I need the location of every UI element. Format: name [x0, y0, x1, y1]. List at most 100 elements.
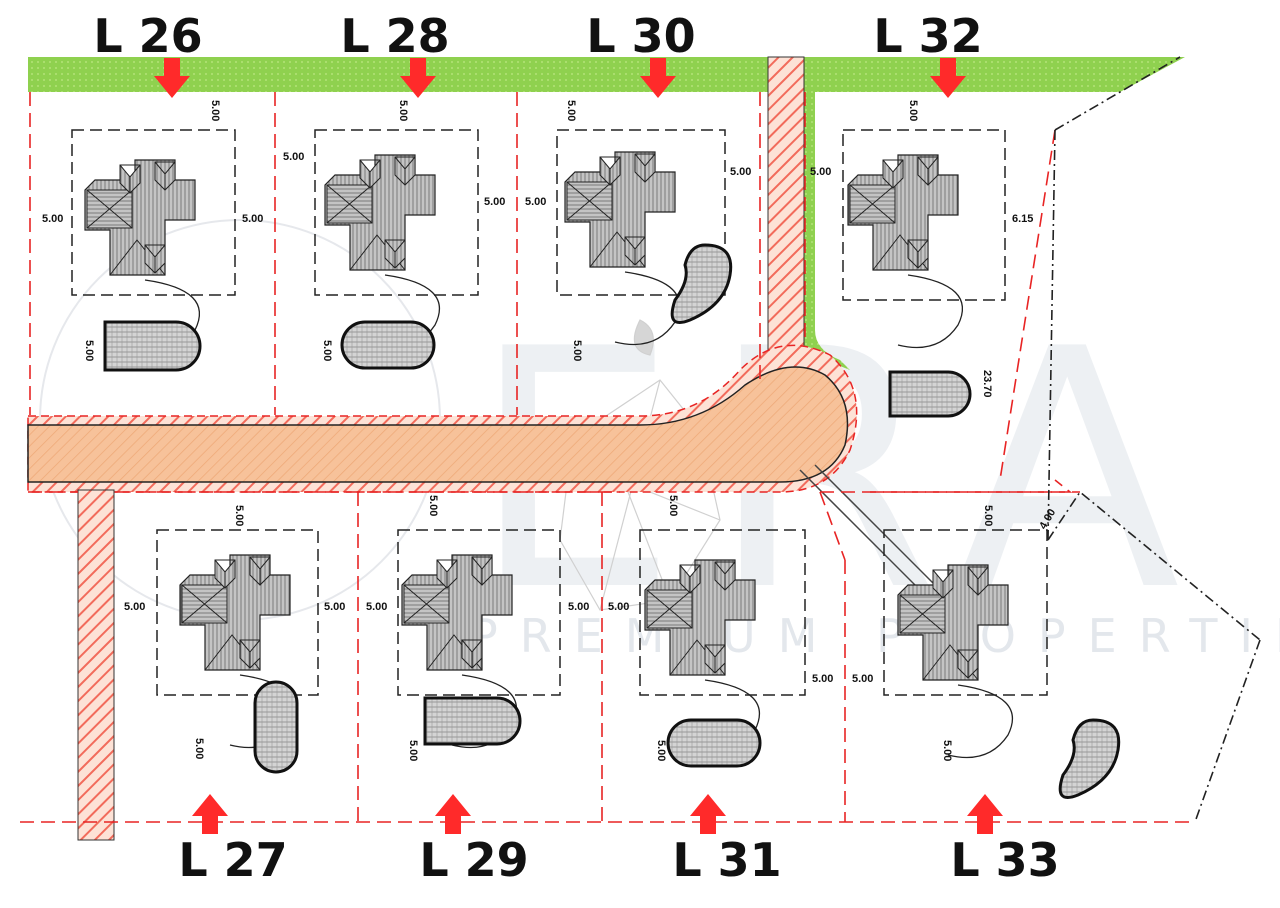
- dim-setback: 5.00: [366, 601, 387, 613]
- dim-setback: 5.00: [397, 100, 409, 121]
- pool: [340, 320, 436, 370]
- dim-l32-depth: 23.70: [981, 370, 993, 398]
- house-gable: [119, 164, 141, 194]
- building-envelope: [556, 129, 726, 296]
- arrow-up-icon: [690, 794, 726, 834]
- path-curve: [897, 274, 963, 349]
- dim-setback: 5.00: [83, 340, 95, 361]
- house-roof: [84, 159, 196, 276]
- lot-labels: L 26 L 28 L 30 L 32 L 27 L 29 L 31 L 33: [93, 9, 1059, 887]
- main-road: [27, 366, 849, 483]
- house-gable: [624, 236, 646, 266]
- lot-label-33: L 33: [950, 833, 1059, 887]
- dim-setback: 5.00: [209, 100, 221, 121]
- dim-setback: 5.00: [982, 505, 994, 526]
- dim-setback: 5.00: [608, 601, 629, 613]
- house-roof: [644, 559, 756, 676]
- house-gable: [461, 639, 483, 669]
- dim-setback: 5.00: [730, 166, 751, 178]
- house-gable: [634, 153, 656, 183]
- dim-setback: 5.00: [324, 601, 345, 613]
- dim-setback: 5.00: [525, 196, 546, 208]
- house-gable: [599, 156, 621, 186]
- house-gable: [214, 559, 236, 589]
- building-envelope: [842, 129, 1006, 301]
- dim-setback: 5.00: [571, 340, 583, 361]
- dim-setback: 5.00: [655, 740, 667, 761]
- house-gable: [932, 569, 954, 599]
- building-envelope: [883, 529, 1048, 696]
- house-gable: [471, 556, 493, 586]
- dim-setback: 5.00: [852, 673, 873, 685]
- house-roof: [401, 554, 513, 671]
- dim-setback: 5.00: [565, 100, 577, 121]
- building-envelope: [397, 529, 561, 696]
- pool: [423, 696, 522, 746]
- roads: [27, 56, 961, 841]
- pool: [1058, 718, 1121, 799]
- house-gable: [144, 244, 166, 274]
- dim-setback: 5.00: [233, 505, 245, 526]
- arrow-down-icon: [930, 58, 966, 98]
- lot-label-30: L 30: [586, 9, 695, 63]
- lot-label-29: L 29: [419, 833, 528, 887]
- arrow-down-icon: [400, 58, 436, 98]
- dim-setback: 5.00: [193, 738, 205, 759]
- arrow-up-icon: [435, 794, 471, 834]
- dim-setback: 5.00: [427, 495, 439, 516]
- dim-setback: 5.00: [810, 166, 831, 178]
- lot-drawings: [71, 129, 1121, 799]
- pool: [670, 243, 733, 324]
- dim-setback: 5.00: [42, 213, 63, 225]
- dim-setback: 5.00: [407, 740, 419, 761]
- side-road: [77, 489, 115, 841]
- pool: [888, 370, 972, 418]
- house-roof: [324, 154, 436, 271]
- pool: [103, 320, 202, 372]
- green-strip: [28, 57, 1185, 92]
- green-strip-side: [795, 60, 850, 370]
- dim-setback: 5.00: [907, 100, 919, 121]
- dim-setback: 5.00: [124, 601, 145, 613]
- arrow-up-icon: [967, 794, 1003, 834]
- house-roof: [564, 151, 676, 268]
- house-gable: [384, 239, 406, 269]
- dim-l32-side: 6.15: [1012, 213, 1033, 225]
- house-gable: [679, 564, 701, 594]
- lot-label-32: L 32: [873, 9, 982, 63]
- building-envelope: [314, 129, 479, 296]
- arrow-down-icon: [640, 58, 676, 98]
- house-gable: [394, 156, 416, 186]
- dim-setback: 5.00: [283, 151, 304, 163]
- house-gable: [714, 561, 736, 591]
- house-gable: [436, 559, 458, 589]
- house-gable: [957, 649, 979, 679]
- pool: [253, 680, 299, 774]
- house-gable: [359, 159, 381, 189]
- house-gable: [239, 639, 261, 669]
- lot-arrows: [154, 58, 1003, 834]
- building-envelope: [639, 529, 806, 696]
- lot-label-31: L 31: [672, 833, 781, 887]
- house-gable: [154, 161, 176, 191]
- pool: [666, 718, 762, 768]
- dim-setback: 5.00: [812, 673, 833, 685]
- lot-label-26: L 26: [93, 9, 202, 63]
- lot-label-27: L 27: [178, 833, 287, 887]
- dim-setback: 5.00: [321, 340, 333, 361]
- house-roof: [897, 564, 1009, 681]
- dim-setback: 5.00: [568, 601, 589, 613]
- house-roof: [847, 154, 959, 271]
- house-gable: [249, 556, 271, 586]
- arrow-up-icon: [192, 794, 228, 834]
- building-envelope: [156, 529, 319, 696]
- house-gable: [917, 156, 939, 186]
- house-roof: [179, 554, 291, 671]
- dim-setback: 5.00: [242, 213, 263, 225]
- dim-setback: 5.00: [484, 196, 505, 208]
- house-gable: [704, 644, 726, 674]
- path-curve: [947, 684, 1013, 759]
- house-gable: [907, 239, 929, 269]
- dim-setback: 5.00: [667, 495, 679, 516]
